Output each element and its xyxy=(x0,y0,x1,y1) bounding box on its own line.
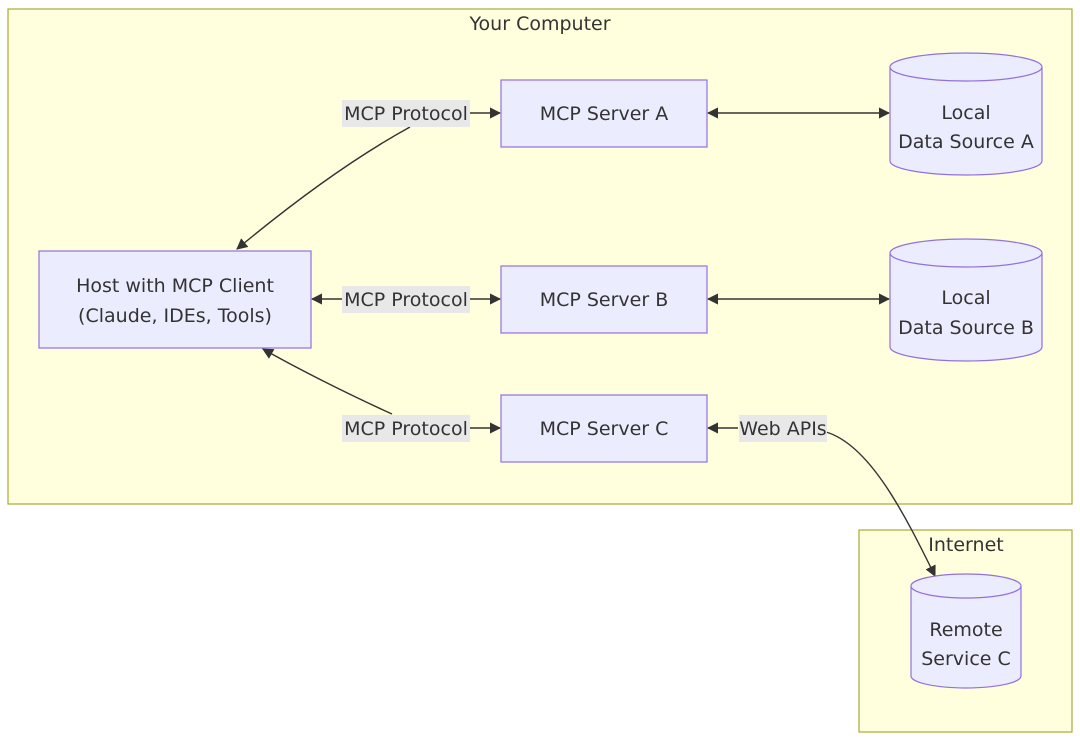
node-server-c-label: MCP Server C xyxy=(540,418,669,440)
edge-label-text: Web APIs xyxy=(739,418,826,440)
edge-label-web-apis: Web APIs xyxy=(739,415,827,442)
node-server-a-label: MCP Server A xyxy=(540,103,669,125)
node-mcp-server-c[interactable]: MCP Server C xyxy=(500,394,708,463)
node-host-line2: (Claude, IDEs, Tools) xyxy=(78,305,272,327)
edge-host-server-a xyxy=(236,126,411,250)
edge-label-text: MCP Protocol xyxy=(344,418,468,440)
edge-web-apis-remote-c xyxy=(825,431,936,578)
node-source-a-line1: Local xyxy=(941,102,990,124)
cluster-title-your-computer: Your Computer xyxy=(468,13,610,35)
edge-label-text: MCP Protocol xyxy=(344,103,468,125)
cluster-internet: Internet xyxy=(858,529,1073,733)
edge-label-protocol-a: MCP Protocol xyxy=(342,100,470,127)
node-host-with-mcp-client[interactable]: Host with MCP Client (Claude, IDEs, Tool… xyxy=(38,250,312,349)
node-server-b-label: MCP Server B xyxy=(540,289,669,311)
node-local-data-source-b[interactable]: Local Data Source B xyxy=(889,238,1043,362)
node-mcp-server-a[interactable]: MCP Server A xyxy=(500,79,708,148)
node-remote-c-line2: Service C xyxy=(921,648,1011,670)
edge-label-protocol-b: MCP Protocol xyxy=(342,286,470,313)
node-source-b-line2: Data Source B xyxy=(898,317,1034,339)
node-host-line1: Host with MCP Client xyxy=(76,275,274,297)
node-mcp-server-b[interactable]: MCP Server B xyxy=(500,265,708,334)
edge-host-server-c xyxy=(262,348,393,415)
node-local-data-source-a[interactable]: Local Data Source A xyxy=(889,52,1043,176)
node-source-a-line2: Data Source A xyxy=(898,131,1034,153)
node-source-b-line1: Local xyxy=(941,287,990,309)
node-remote-service-c[interactable]: Remote Service C xyxy=(910,573,1022,689)
cluster-title-internet: Internet xyxy=(928,534,1003,556)
edge-label-text: MCP Protocol xyxy=(344,289,468,311)
edge-label-protocol-c: MCP Protocol xyxy=(342,415,470,442)
node-remote-c-line1: Remote xyxy=(929,619,1002,641)
